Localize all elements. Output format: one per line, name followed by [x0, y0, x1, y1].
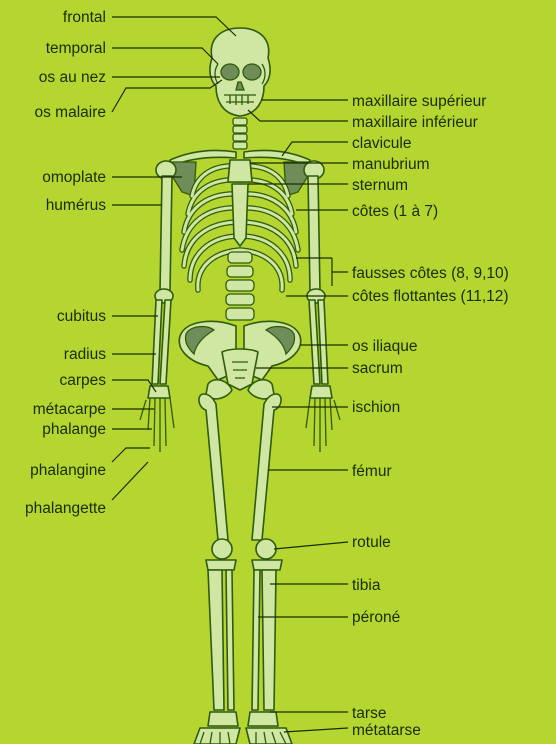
label-maxillaire-inferieur: maxillaire inférieur [352, 114, 478, 131]
label-os-iliaque: os iliaque [352, 338, 418, 355]
label-cotes-flottantes: côtes flottantes (11,12) [352, 288, 509, 305]
skull [210, 28, 270, 116]
label-phalangette: phalangette [25, 500, 106, 517]
label-omoplate: omoplate [42, 169, 106, 186]
right-arm [304, 161, 340, 452]
label-radius: radius [64, 346, 106, 363]
label-fausses-cotes: fausses côtes (8, 9,10) [352, 265, 509, 282]
label-clavicule: clavicule [352, 135, 411, 152]
label-tibia: tibia [352, 577, 381, 594]
label-humerus: humérus [46, 197, 107, 214]
label-ischion: ischion [352, 399, 400, 416]
label-os-malaire: os malaire [35, 104, 107, 121]
label-perone: péroné [352, 609, 400, 626]
label-sternum: sternum [352, 177, 408, 194]
manubrium-bone [228, 160, 252, 182]
lumbar-spine [226, 252, 254, 320]
cervical-spine [233, 118, 247, 149]
label-carpes: carpes [59, 372, 106, 389]
skeleton [140, 28, 340, 744]
label-maxillaire-superieur: maxillaire supérieur [352, 93, 486, 110]
label-metatarse: métatarse [352, 722, 421, 739]
left-leg [194, 394, 240, 744]
labels-right: maxillaire supérieur maxillaire inférieu… [352, 93, 509, 739]
sternum-bone [232, 184, 248, 246]
label-sacrum: sacrum [352, 360, 403, 377]
label-phalangine: phalangine [30, 462, 106, 479]
label-rotule: rotule [352, 534, 391, 551]
label-cubitus: cubitus [57, 308, 106, 325]
label-manubrium: manubrium [352, 156, 430, 173]
label-temporal: temporal [46, 40, 106, 57]
labels-left: frontal temporal os au nez os malaire om… [25, 9, 106, 517]
label-cotes-1-7: côtes (1 à 7) [352, 203, 438, 220]
pelvis [179, 321, 300, 399]
label-tarse: tarse [352, 705, 386, 722]
right-leg [246, 394, 292, 744]
label-metacarpe: métacarpe [33, 401, 106, 418]
label-frontal: frontal [63, 9, 106, 26]
label-os-au-nez: os au nez [39, 69, 106, 86]
label-phalange: phalange [42, 421, 106, 438]
label-femur: fémur [352, 463, 392, 480]
